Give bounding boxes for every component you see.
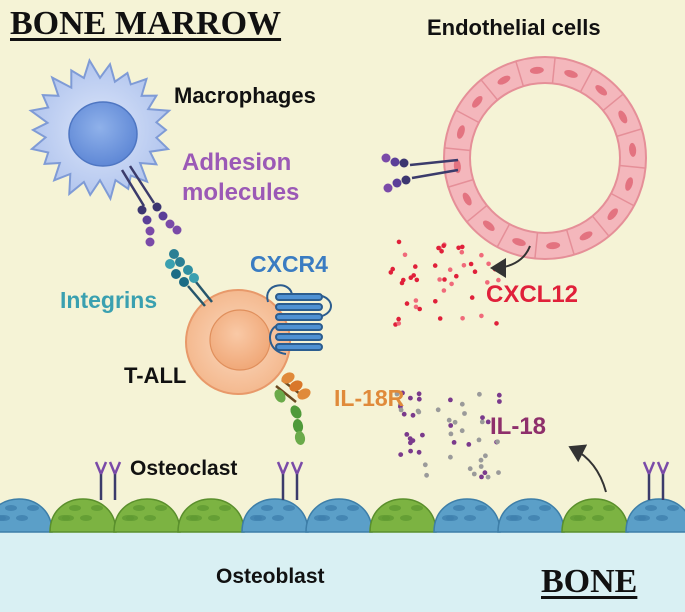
integrin-receptor [165, 249, 213, 307]
adhesion-molecule-endothelium [381, 153, 459, 193]
label-il18: IL-18 [490, 413, 547, 440]
label-cxcl12: CXCL12 [486, 281, 579, 308]
endothelial-vessel [443, 56, 647, 260]
label-il18r: IL-18R [334, 385, 405, 411]
macrophage-cell [28, 57, 172, 202]
bone-lining-cells [0, 498, 685, 533]
label-endothelial-cells: Endothelial cells [427, 15, 601, 40]
bone-background [0, 530, 685, 612]
adhesion-molecule-macrophage [120, 165, 182, 247]
label-cxcr4: CXCR4 [250, 251, 328, 277]
label-tall: T-ALL [124, 363, 187, 388]
arrow-bone-to-il18 [568, 444, 607, 493]
title-bone-marrow: BONE MARROW [10, 5, 282, 42]
label-integrins: Integrins [60, 287, 158, 313]
cxcl12-chemokine-dots [388, 239, 501, 327]
label-osteoblast: Osteoblast [216, 565, 325, 588]
label-macrophages: Macrophages [174, 83, 316, 108]
il18r-receptor [274, 372, 311, 445]
label-adhesion-line1: Adhesion [182, 149, 292, 176]
title-bone: BONE [541, 563, 638, 600]
label-osteoclast: Osteoclast [130, 457, 238, 480]
il18-cytokine-dots [394, 390, 502, 480]
cxcr4-receptor [266, 284, 332, 355]
tall-cell [185, 289, 291, 395]
bone-receptors [94, 461, 670, 500]
label-adhesion-line2: molecules [182, 179, 300, 206]
arrow-vessel-to-cxcl12 [490, 245, 531, 278]
